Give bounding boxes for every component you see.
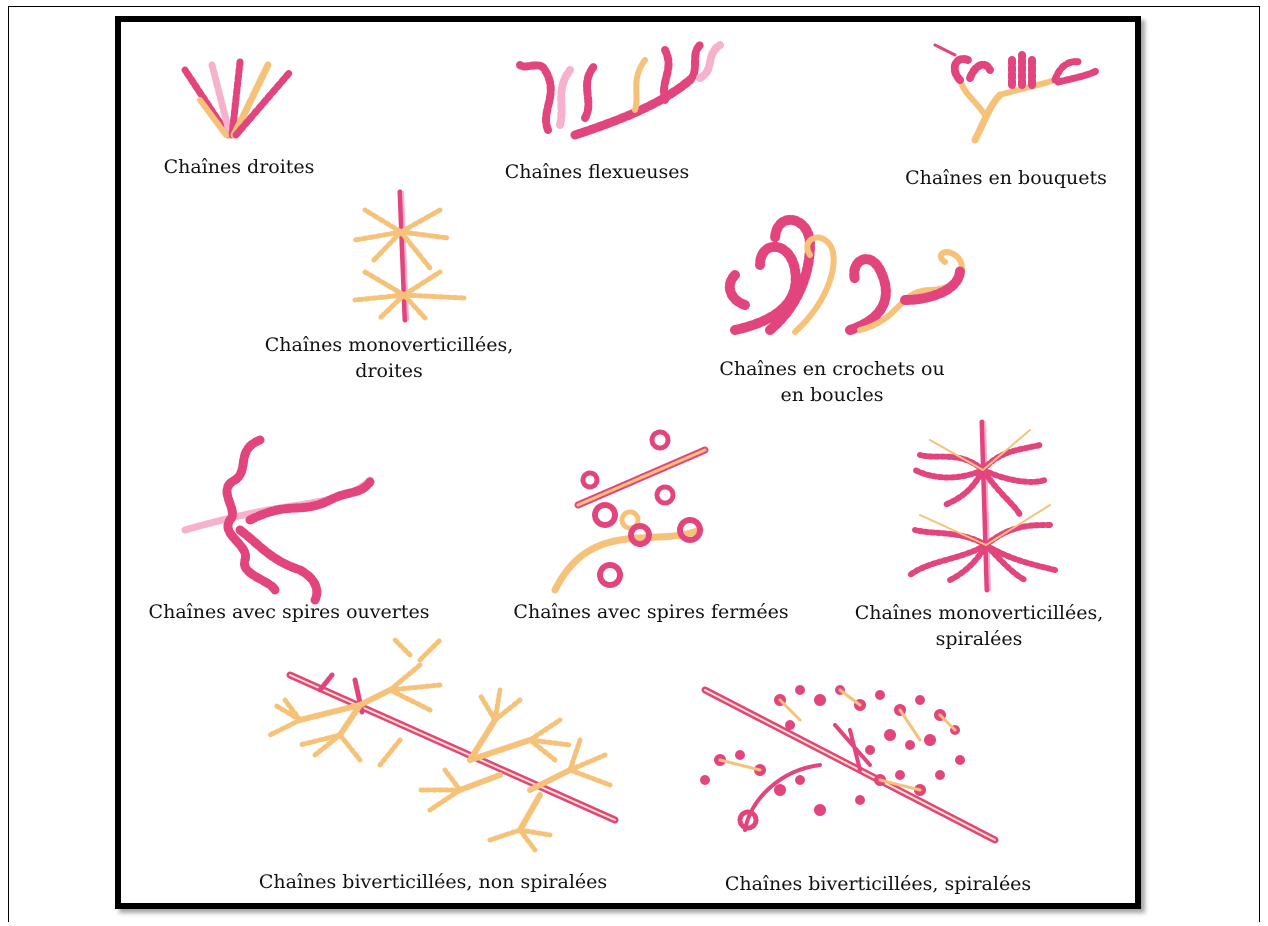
chaines-spires-fermees-illustration [555,432,705,590]
label-biverticillees-spiralees: Chaînes biverticillées, spiralées [725,872,1031,896]
label-spires-ouvertes: Chaînes avec spires ouvertes [149,600,430,624]
label-chaines-en-bouquets: Chaînes en bouquets [905,166,1107,190]
label-monoverticillees-droites-line2: droites [265,358,514,384]
label-spires-fermees: Chaînes avec spires fermées [513,600,788,624]
label-chaines-droites: Chaînes droites [164,155,315,179]
chaines-biverticillees-non-spiralees-illustration [270,640,615,850]
label-crochets-line1: Chaînes en crochets ou [719,356,944,382]
chaines-en-bouquets-illustration [935,45,1098,140]
label-monoverticillees-droites-line1: Chaînes monoverticillées, [265,332,514,358]
chaines-monoverticillees-droites-illustration [355,192,465,320]
chaines-droites-illustration [185,62,290,135]
chaines-spires-ouvertes-illustration [185,440,370,600]
chaines-en-crochets-illustration [730,220,962,332]
chaines-flexueuses-illustration [520,45,720,135]
label-crochets-line2: en boucles [719,382,944,408]
chaines-biverticillees-spiralees-illustration [700,685,995,840]
label-crochets-boucles: Chaînes en crochets ou en boucles [719,356,944,408]
label-monoverticillees-spiralees-line2: spiralées [855,626,1104,652]
label-monoverticillees-droites: Chaînes monoverticillées, droites [265,332,514,384]
label-monoverticillees-spiralees-line1: Chaînes monoverticillées, [855,600,1104,626]
chaines-monoverticillees-spiralees-illustration [910,422,1055,590]
label-monoverticillees-spiralees: Chaînes monoverticillées, spiralées [855,600,1104,652]
label-biverticillees-non-spiralees: Chaînes biverticillées, non spiralées [259,870,607,894]
label-chaines-flexueuses: Chaînes flexueuses [505,160,690,184]
